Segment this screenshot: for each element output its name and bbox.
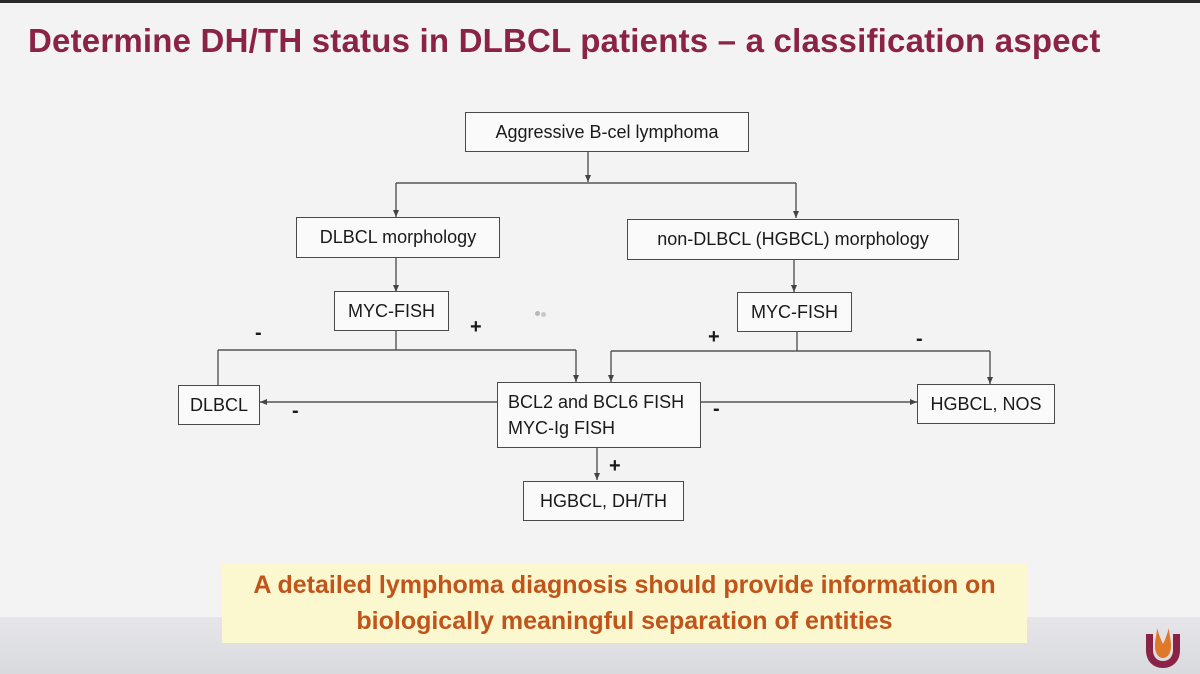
box-myc-fish-left: MYC-FISH bbox=[334, 291, 449, 331]
box-dlbcl: DLBCL bbox=[178, 385, 260, 425]
minus-sign-left: - bbox=[255, 322, 262, 344]
pointer-dot-2 bbox=[541, 312, 546, 317]
bcl-fish-line1: BCL2 and BCL6 FISH bbox=[508, 392, 685, 412]
university-logo-icon bbox=[1146, 628, 1180, 668]
root-label: Aggressive B-cel lymphoma bbox=[495, 121, 719, 142]
slide-title: Determine DH/TH status in DLBCL patients… bbox=[28, 22, 1101, 59]
hgbcl-nos-label: HGBCL, NOS bbox=[930, 393, 1042, 414]
myc-fish-left-label: MYC-FISH bbox=[348, 300, 435, 321]
bcl-fish-line2: MYC-Ig FISH bbox=[508, 418, 616, 438]
box-dlbcl-morphology: DLBCL morphology bbox=[296, 217, 500, 258]
box-bcl2-bcl6-fish: BCL2 and BCL6 FISH MYC-Ig FISH bbox=[497, 382, 701, 448]
box-aggressive-b-cell-lymphoma: Aggressive B-cel lymphoma bbox=[465, 112, 749, 152]
summary-note: A detailed lymphoma diagnosis should pro… bbox=[222, 563, 1027, 643]
box-hgbcl-nos: HGBCL, NOS bbox=[917, 384, 1055, 424]
minus-sign-to-dlbcl: - bbox=[292, 400, 299, 422]
myc-fish-right-label: MYC-FISH bbox=[751, 301, 838, 322]
box-myc-fish-right: MYC-FISH bbox=[737, 292, 852, 332]
hgbcl-dhth-label: HGBCL, DH/TH bbox=[539, 490, 667, 511]
minus-sign-to-nos: - bbox=[713, 398, 720, 420]
dlbcl-label: DLBCL bbox=[189, 394, 249, 415]
summary-note-line2: biologically meaningful separation of en… bbox=[356, 607, 893, 635]
top-border bbox=[0, 0, 1200, 3]
plus-sign-left: + bbox=[470, 316, 482, 338]
non-dlbcl-morphology-label: non-DLBCL (HGBCL) morphology bbox=[657, 229, 929, 249]
pointer-dot bbox=[535, 311, 540, 316]
minus-sign-right: - bbox=[916, 328, 923, 350]
box-hgbcl-dhth: HGBCL, DH/TH bbox=[523, 481, 684, 521]
plus-sign-to-dhth: + bbox=[609, 455, 621, 477]
dlbcl-morphology-label: DLBCL morphology bbox=[319, 227, 477, 247]
plus-sign-right: + bbox=[708, 326, 720, 348]
summary-note-line1: A detailed lymphoma diagnosis should pro… bbox=[253, 571, 996, 599]
box-non-dlbcl-morphology: non-DLBCL (HGBCL) morphology bbox=[627, 219, 959, 260]
